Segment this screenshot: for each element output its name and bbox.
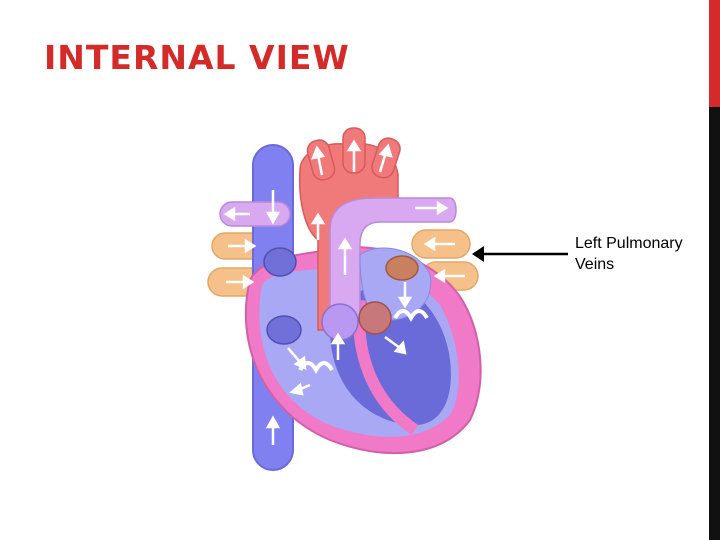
pulmonary-artery (329, 197, 457, 321)
flow-arrows (223, 139, 465, 445)
right-edge-accent (709, 0, 720, 107)
right-edge-bar (709, 0, 720, 540)
pointer-arrow (472, 246, 568, 262)
left-pulmonary-veins-label: Left Pulmonary Veins (575, 233, 710, 275)
label-line-1: Left Pulmonary (575, 235, 683, 252)
label-line-2: Veins (575, 256, 615, 273)
aortic-arch-branches (306, 127, 401, 181)
slide-title: INTERNAL VIEW (44, 38, 350, 77)
heart-valves (298, 301, 429, 375)
heart-diagram (207, 127, 482, 471)
